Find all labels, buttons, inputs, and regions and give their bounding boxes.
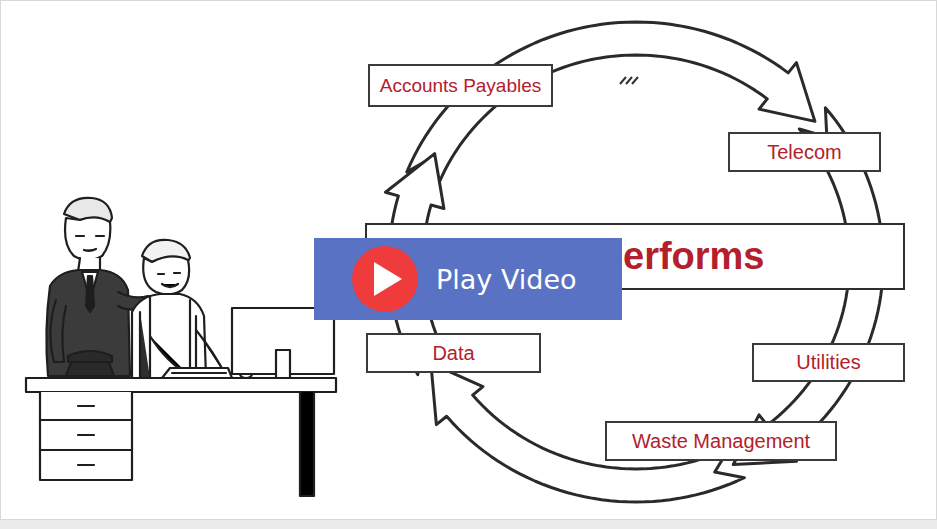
category-box: Data: [366, 333, 541, 373]
play-circle: [352, 246, 418, 312]
bottom-strip: [0, 520, 937, 529]
node-label: Waste Management: [632, 430, 810, 453]
node-label: Utilities: [796, 351, 860, 374]
node-label: erforms: [623, 235, 765, 278]
node-label: Accounts Payables: [380, 75, 542, 97]
office-people: [26, 198, 336, 496]
category-box: Accounts Payables: [368, 64, 554, 107]
node-label: Data: [432, 342, 474, 365]
category-box: Utilities: [752, 343, 905, 382]
node-label: Telecom: [767, 141, 841, 164]
play-triangle: [374, 262, 402, 296]
hatch-marks: [620, 77, 638, 84]
category-box: Telecom: [728, 132, 881, 172]
play-button: Play Video: [314, 238, 622, 320]
node-label: Play Video: [436, 264, 577, 295]
category-box: Waste Management: [605, 421, 837, 461]
